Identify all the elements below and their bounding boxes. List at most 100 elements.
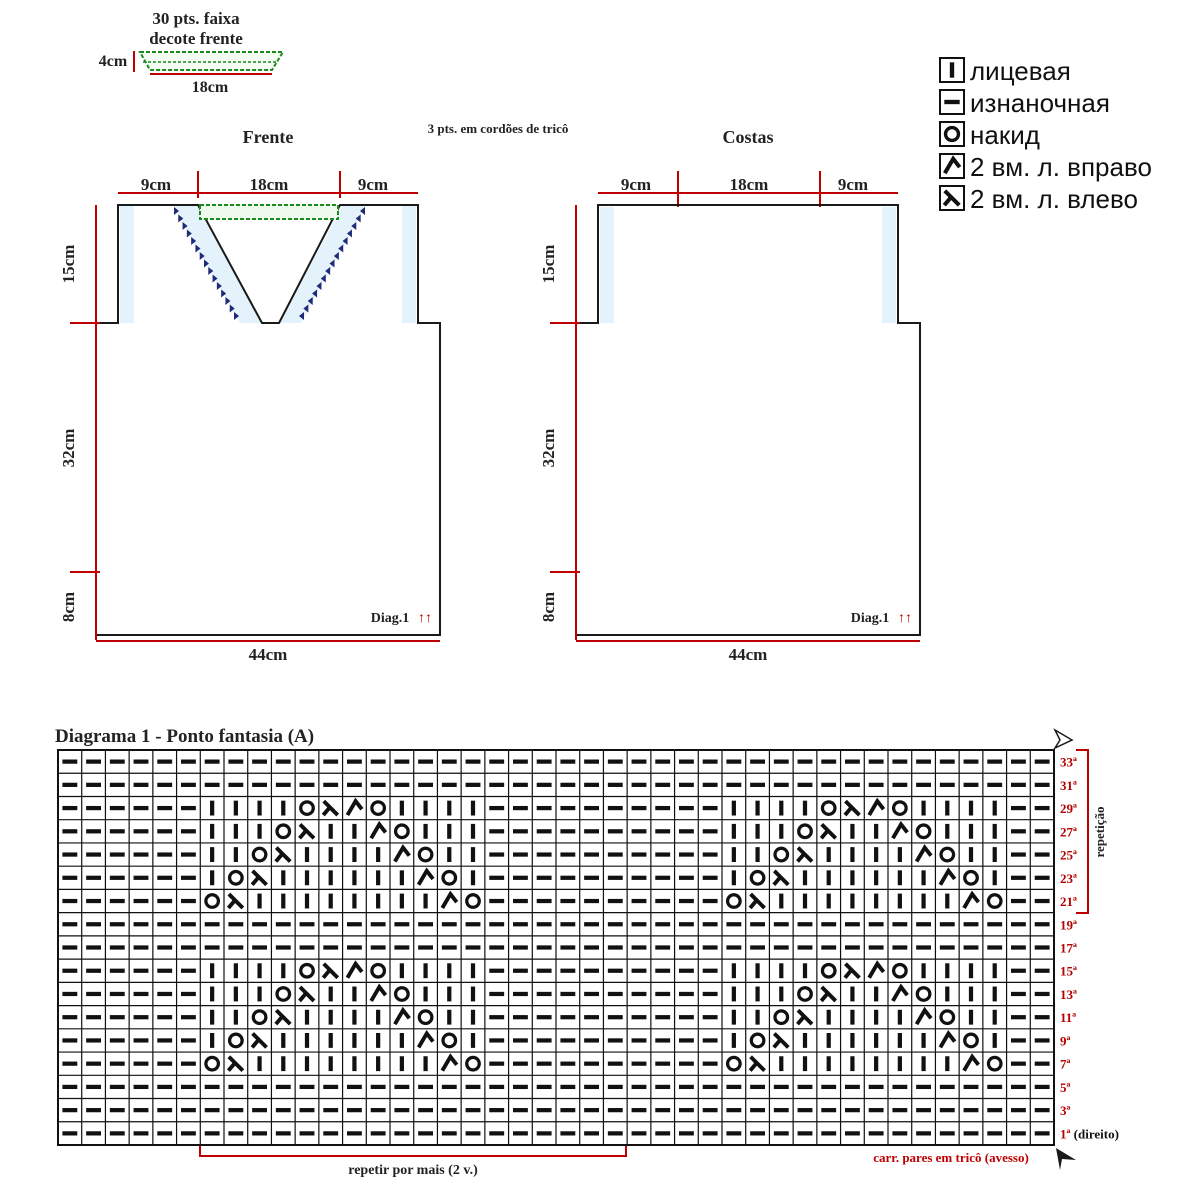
k2tog-right-icon bbox=[416, 1029, 435, 1049]
vneck-triangle-marker bbox=[225, 297, 231, 305]
front-outline bbox=[95, 204, 441, 636]
k2tog-left-icon bbox=[274, 846, 292, 863]
neckband-sketch: 30 pts. faixa decote frente 4cm 18cm bbox=[99, 9, 285, 96]
yarn-over-icon bbox=[370, 962, 387, 979]
front-hem-label: 8cm bbox=[59, 592, 78, 622]
vneck-triangle-marker bbox=[186, 229, 192, 238]
back-outline bbox=[575, 204, 921, 636]
k2tog-right-icon bbox=[938, 1029, 957, 1049]
front-vneck-band-left bbox=[173, 205, 262, 323]
k2tog-right-icon bbox=[416, 867, 435, 886]
chart-row-label: 7ª bbox=[1060, 1057, 1071, 1072]
k2tog-left-icon bbox=[250, 1032, 268, 1049]
vneck-triangle-marker bbox=[299, 312, 304, 320]
front-armhole-band-left bbox=[120, 205, 134, 323]
k2tog-right-icon bbox=[914, 1006, 933, 1026]
back-piece: Costas 9cm 18cm 9cm 15cm 32cm 8cm 44cm D… bbox=[539, 127, 921, 664]
repeat-rows-label: repetição bbox=[1092, 806, 1107, 857]
chart-row-label: 19ª bbox=[1060, 917, 1077, 932]
back-armhole-band-right bbox=[882, 207, 896, 323]
legend-label: накид bbox=[970, 120, 1040, 150]
vneck-triangle-marker bbox=[204, 259, 209, 268]
yarn-over-icon bbox=[251, 1009, 268, 1026]
yarn-over-icon bbox=[725, 1055, 742, 1072]
chart-row-label: 5ª bbox=[1060, 1080, 1071, 1095]
yarn-over-icon bbox=[227, 869, 244, 886]
k2tog-right-icon bbox=[345, 960, 364, 979]
vneck-triangle-marker bbox=[325, 267, 331, 275]
cords-note: 3 pts. em cordões de tricô bbox=[428, 121, 569, 136]
k2tog-left-icon bbox=[226, 1055, 245, 1073]
chart-row-label: 21ª bbox=[1060, 894, 1077, 909]
vneck-triangle-marker bbox=[221, 289, 227, 298]
repeat-rows-bracket bbox=[1076, 749, 1089, 914]
k2tog-left-icon bbox=[796, 846, 814, 863]
yo-icon bbox=[943, 125, 961, 143]
vneck-triangle-marker bbox=[178, 214, 184, 223]
legend-label: лицевая bbox=[970, 56, 1071, 86]
k2tog-left-icon bbox=[772, 1032, 790, 1049]
front-vneck-triangles-left bbox=[174, 207, 239, 320]
front-vneck-triangles-right bbox=[299, 207, 365, 320]
front-neck-label: 18cm bbox=[250, 175, 289, 194]
yarn-over-icon bbox=[963, 869, 979, 886]
yarn-over-icon bbox=[820, 800, 837, 816]
chart-row-label: 1ª (direito) bbox=[1060, 1126, 1119, 1141]
front-shoulder-left-label: 9cm bbox=[141, 175, 171, 194]
k2tog-left-icon bbox=[321, 962, 340, 980]
back-body-label: 32cm bbox=[539, 429, 558, 468]
chart-row-label: 27ª bbox=[1060, 824, 1077, 839]
vneck-triangle-marker bbox=[191, 237, 197, 245]
vneck-triangle-marker bbox=[346, 229, 352, 238]
yarn-over-icon bbox=[773, 846, 790, 863]
back-diag-label: Diag.1 bbox=[851, 611, 890, 626]
chart-row-label: 23ª bbox=[1060, 871, 1077, 886]
legend-label: 2 вм. л. влево bbox=[970, 184, 1138, 214]
neckband-height-label: 4cm bbox=[99, 53, 128, 70]
neckband-title-line2: decote frente bbox=[149, 29, 243, 48]
chart-row-label: 31ª bbox=[1060, 778, 1077, 793]
vneck-triangle-marker bbox=[329, 259, 335, 268]
yarn-over-icon bbox=[227, 1032, 244, 1049]
chart-row-label: 11ª bbox=[1060, 1010, 1076, 1025]
k2tog-left-icon bbox=[796, 1008, 814, 1026]
yarn-over-icon bbox=[204, 893, 221, 909]
back-shoulder-right-label: 9cm bbox=[838, 175, 868, 194]
front-neck-band-marker bbox=[199, 204, 339, 220]
chart-row-label: 15ª bbox=[1060, 964, 1077, 979]
even-rows-arrow-icon bbox=[1056, 1148, 1076, 1170]
stitch-chart-row-labels: 33ª31ª29ª27ª25ª23ª21ª19ª17ª15ª13ª11ª9ª7ª… bbox=[1060, 755, 1119, 1142]
k2tog-right-icon bbox=[867, 960, 886, 979]
vneck-triangle-marker bbox=[351, 222, 357, 230]
vneck-triangle-marker bbox=[320, 274, 326, 283]
front-width-label: 44cm bbox=[249, 645, 288, 664]
k2tog-left-icon bbox=[819, 822, 838, 840]
yarn-over-icon bbox=[441, 1032, 458, 1049]
legend-item-k2tog-left: 2 вм. л. влево bbox=[939, 184, 1138, 214]
yarn-over-icon bbox=[370, 800, 387, 816]
yarn-over-icon bbox=[465, 893, 481, 909]
k2tog-left-icon bbox=[321, 799, 340, 817]
vneck-triangle-marker bbox=[355, 214, 361, 223]
legend-box bbox=[939, 121, 965, 147]
chart-row-label: 9ª bbox=[1060, 1033, 1071, 1048]
yarn-over-icon bbox=[299, 962, 315, 979]
vneck-triangle-marker bbox=[360, 207, 365, 215]
k2tog-right-icon bbox=[962, 890, 980, 909]
legend-box bbox=[939, 185, 965, 211]
legend-item-purl: изнаночная bbox=[939, 88, 1110, 118]
vneck-triangle-marker bbox=[229, 304, 235, 313]
back-title: Costas bbox=[722, 127, 773, 147]
back-armhole-band-left bbox=[600, 207, 614, 323]
vneck-triangle-marker bbox=[316, 282, 322, 290]
yarn-over-icon bbox=[417, 1009, 434, 1026]
vneck-triangle-marker bbox=[208, 267, 214, 275]
chart-row-label: 33ª bbox=[1060, 755, 1077, 770]
vneck-triangle-marker bbox=[182, 222, 188, 230]
vneck-triangle-marker bbox=[333, 252, 339, 260]
k2tog-right-icon bbox=[393, 844, 411, 863]
neckband-width-label: 18cm bbox=[192, 79, 229, 96]
yarn-over-icon bbox=[939, 1009, 956, 1026]
legend-item-knit: лицевая bbox=[939, 56, 1071, 86]
yarn-over-icon bbox=[417, 846, 434, 863]
